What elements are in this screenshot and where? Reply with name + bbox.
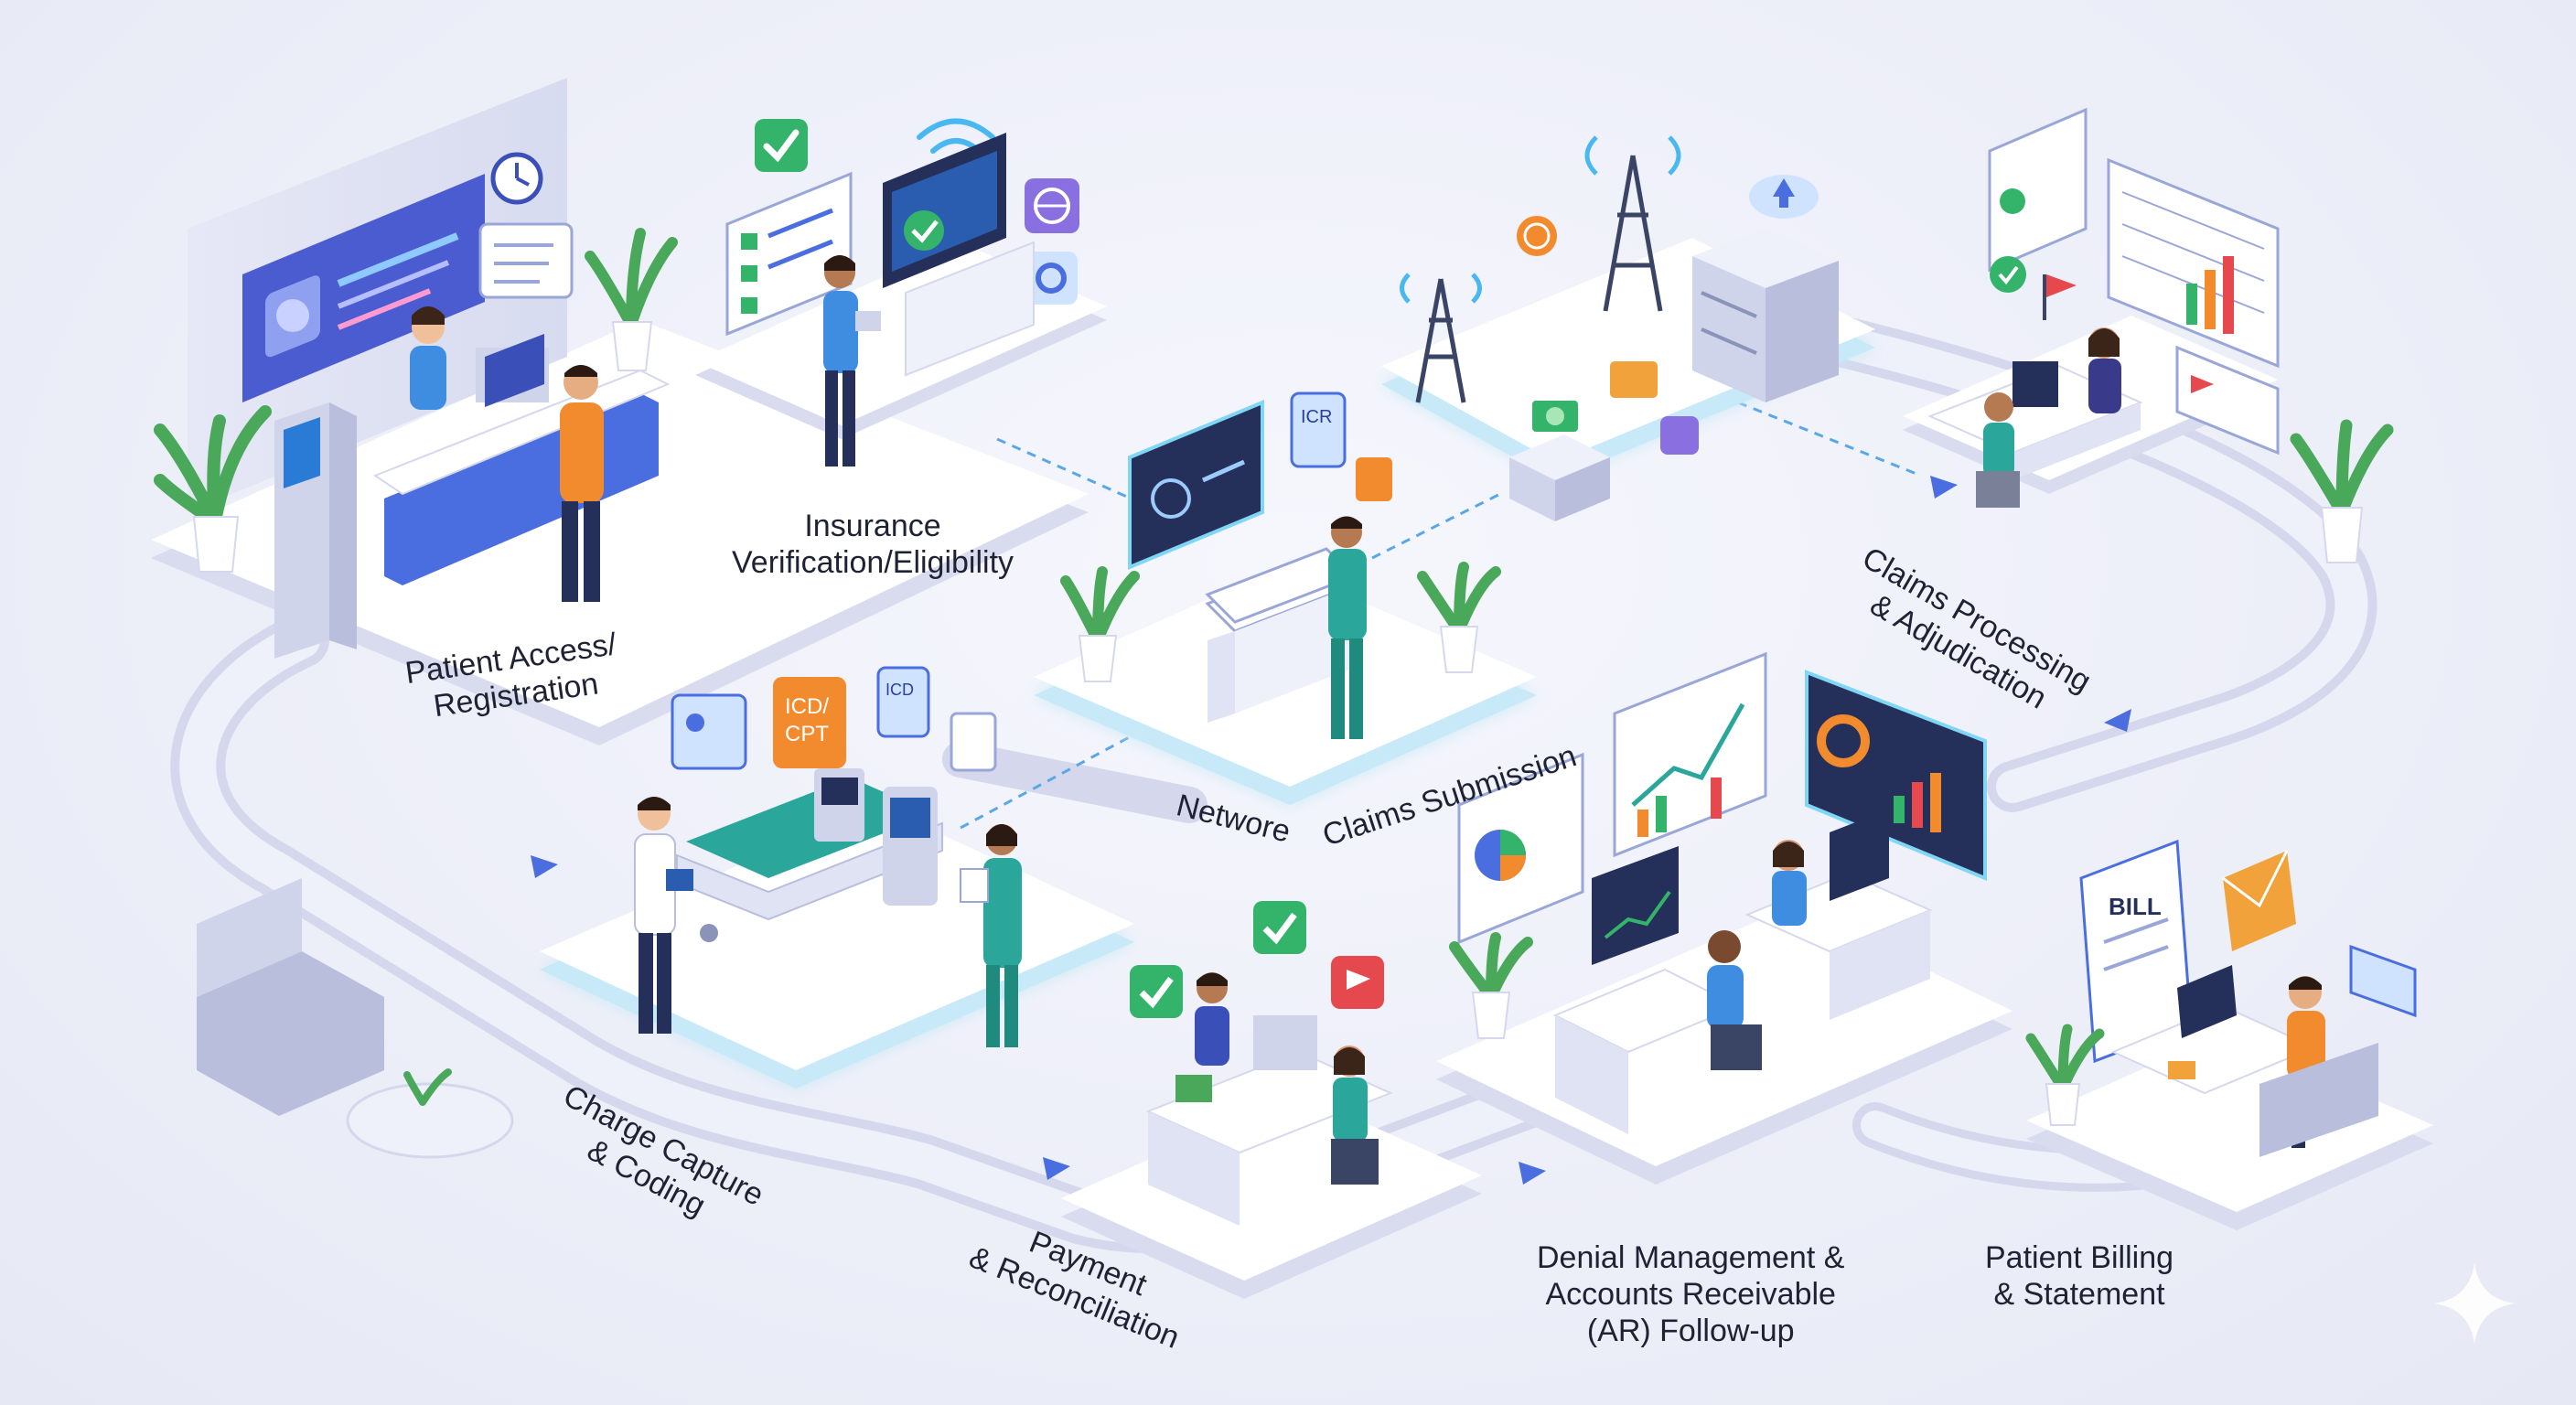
adjudicator-man (1976, 392, 2020, 508)
red-flag-icon (2043, 274, 2077, 320)
ar-specialist-woman (1772, 840, 1807, 926)
label-denial-line2: Accounts Receivable (1545, 1277, 1836, 1312)
billing-person (2259, 976, 2378, 1157)
ar-workstation-left (1552, 846, 1741, 1134)
payment-clerk-man (1195, 972, 1229, 1066)
label-denial-line3: (AR) Follow-up (1586, 1314, 1795, 1348)
waiting-area (197, 878, 514, 1159)
dashboard-panel (1805, 670, 1987, 881)
gear-badge-icon (1025, 252, 1078, 305)
svg-text:ICR: ICR (1301, 407, 1332, 427)
folder-icon (1610, 361, 1658, 398)
line-chart-panel (1613, 651, 1767, 858)
plant-claims (2290, 419, 2394, 563)
clerk-scrubs-person (1328, 516, 1367, 739)
orange-doc-icon (1356, 457, 1392, 501)
signal-waves-left (1400, 273, 1482, 304)
tower-right (1603, 155, 1663, 312)
payment-clerk-woman (1331, 1046, 1379, 1185)
sparkle-icon (2433, 1262, 2516, 1345)
svg-text:ICD/: ICD/ (785, 694, 829, 719)
payment-check-1-icon (1130, 965, 1183, 1018)
svg-text:CPT: CPT (785, 722, 829, 746)
ar-specialist-man (1707, 930, 1762, 1070)
ar-workstation-right (1744, 810, 1933, 1020)
platform-insurance (695, 118, 1107, 467)
plant-right (585, 228, 678, 371)
patient-person (560, 365, 604, 602)
platform-patient-billing: BILL (2025, 839, 2433, 1230)
nurse-person (960, 824, 1022, 1047)
label-denial-line1: Denial Management & (1537, 1240, 1845, 1275)
verification-monitor (883, 133, 1035, 377)
label-patient-billing: Patient Billing & Statement (1985, 1239, 2174, 1313)
svg-text:BILL: BILL (2109, 893, 2162, 920)
plant-billing (2025, 1024, 2105, 1126)
checklist-panel (725, 171, 853, 337)
label-insurance-line2: Verification/Eligibility (732, 545, 1014, 580)
signal-waves-right (1584, 135, 1681, 176)
green-check-icon (1990, 256, 2026, 293)
approval-panel (1988, 107, 2088, 273)
check-badge-icon (755, 119, 808, 172)
billing-desk (2110, 965, 2317, 1095)
kiosk-terminal (274, 402, 357, 659)
pie-chart-panel (1457, 752, 1584, 945)
bill-document: BILL (2079, 839, 2193, 1064)
platform-charge-capture: ICD/ CPT ICD (540, 666, 1134, 1089)
platform-network (1381, 135, 1875, 521)
payment-check-2-icon (1253, 901, 1306, 954)
globe-orange-icon (1517, 216, 1557, 256)
chat-bubble-icon (478, 222, 574, 299)
tower-left (1415, 278, 1466, 403)
receptionist-person (410, 306, 446, 410)
svg-text:ICD: ICD (886, 681, 914, 699)
platform-payment (1061, 901, 1482, 1299)
profile-display-panel (242, 174, 485, 402)
envelope-blue-icon (2349, 944, 2417, 1018)
label-insurance: Insurance Verification/Eligibility (732, 508, 1014, 581)
flag-panel (2175, 345, 2280, 456)
platform-denial (1436, 651, 2012, 1185)
plant-network-left (1060, 566, 1140, 682)
icd-cpt-badge: ICD/ CPT (773, 677, 846, 768)
payment-desk (1145, 1015, 1393, 1226)
cash-icon (1532, 401, 1578, 432)
envelope-orange-icon (2222, 850, 2296, 951)
plant-network-right (1417, 562, 1501, 673)
world-map-display (1128, 400, 1264, 570)
small-server (1509, 434, 1610, 521)
plant-denial (1449, 932, 1533, 1039)
platform-claims-processing (1903, 107, 2394, 563)
label-denial: Denial Management & Accounts Receivable … (1537, 1239, 1844, 1349)
verifier-person (823, 255, 881, 467)
platform-claims-submission: ICR (1034, 391, 1537, 805)
plant-left (154, 405, 272, 573)
document-icon (950, 712, 997, 772)
medical-monitor (814, 768, 938, 906)
spreadsheet-panel (2107, 157, 2280, 369)
paper-stack (1205, 547, 1357, 723)
label-patient-billing-line2: & Statement (1993, 1277, 2165, 1312)
label-patient-billing-line1: Patient Billing (1985, 1240, 2174, 1275)
payment-flag-icon (1331, 956, 1384, 1009)
adjudicator-woman (2088, 327, 2121, 413)
cloud-upload-icon (1749, 175, 1819, 219)
doctor-person (634, 797, 693, 1034)
globe-badge-icon (1025, 178, 1079, 233)
dollar-badge-icon (1660, 416, 1699, 455)
server-rack (1692, 229, 1839, 402)
label-insurance-line1: Insurance (804, 509, 941, 543)
icr-card: ICR (1290, 391, 1347, 468)
patient-record-card (671, 693, 747, 770)
icd-card: ICD (876, 666, 930, 738)
clock-icon (490, 152, 543, 205)
